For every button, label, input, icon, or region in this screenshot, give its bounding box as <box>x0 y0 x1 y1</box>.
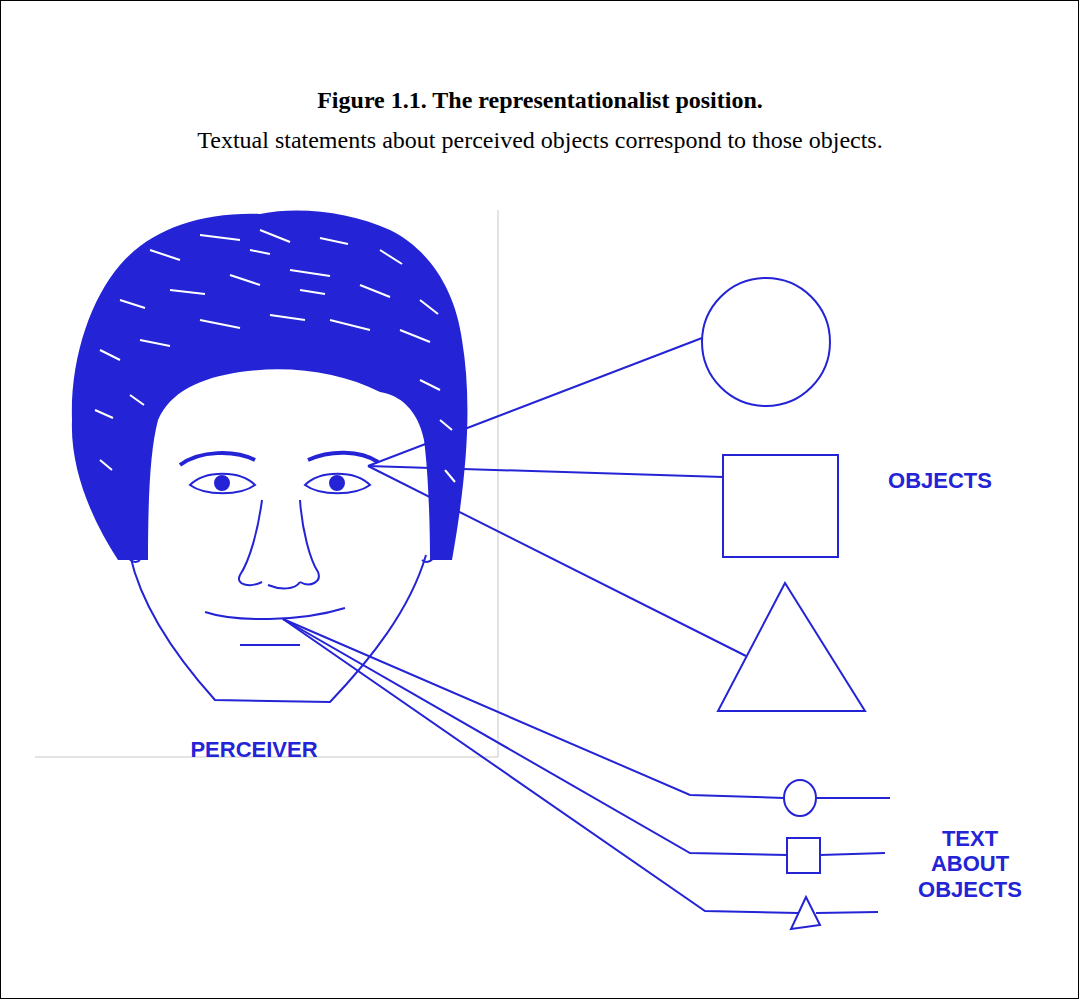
nose <box>239 500 319 588</box>
mouth <box>205 608 345 619</box>
right-ear <box>422 470 447 562</box>
left-eye <box>190 474 255 494</box>
divider-lines <box>35 210 498 757</box>
text-label: TEXT ABOUT OBJECTS <box>911 826 1029 902</box>
triangle-object <box>718 583 865 711</box>
chin <box>240 644 300 646</box>
hair-texture <box>95 230 455 482</box>
circle-object <box>702 278 830 406</box>
right-eye <box>305 474 370 494</box>
objects-label: OBJECTS <box>870 468 1010 493</box>
perceiver-face <box>72 211 468 702</box>
speech-lines <box>283 619 890 913</box>
square-object <box>723 455 838 557</box>
figure-caption: Textual statements about perceived objec… <box>20 127 1060 154</box>
hair <box>72 211 468 560</box>
face-outline <box>130 555 426 702</box>
right-brow <box>308 453 378 462</box>
figure-title: Figure 1.1. The representationalist posi… <box>40 87 1040 114</box>
left-ear <box>114 470 140 562</box>
sight-lines <box>368 338 746 656</box>
left-brow <box>180 453 255 465</box>
perceiver-label: PERCEIVER <box>154 737 354 762</box>
text-symbols <box>784 780 820 929</box>
